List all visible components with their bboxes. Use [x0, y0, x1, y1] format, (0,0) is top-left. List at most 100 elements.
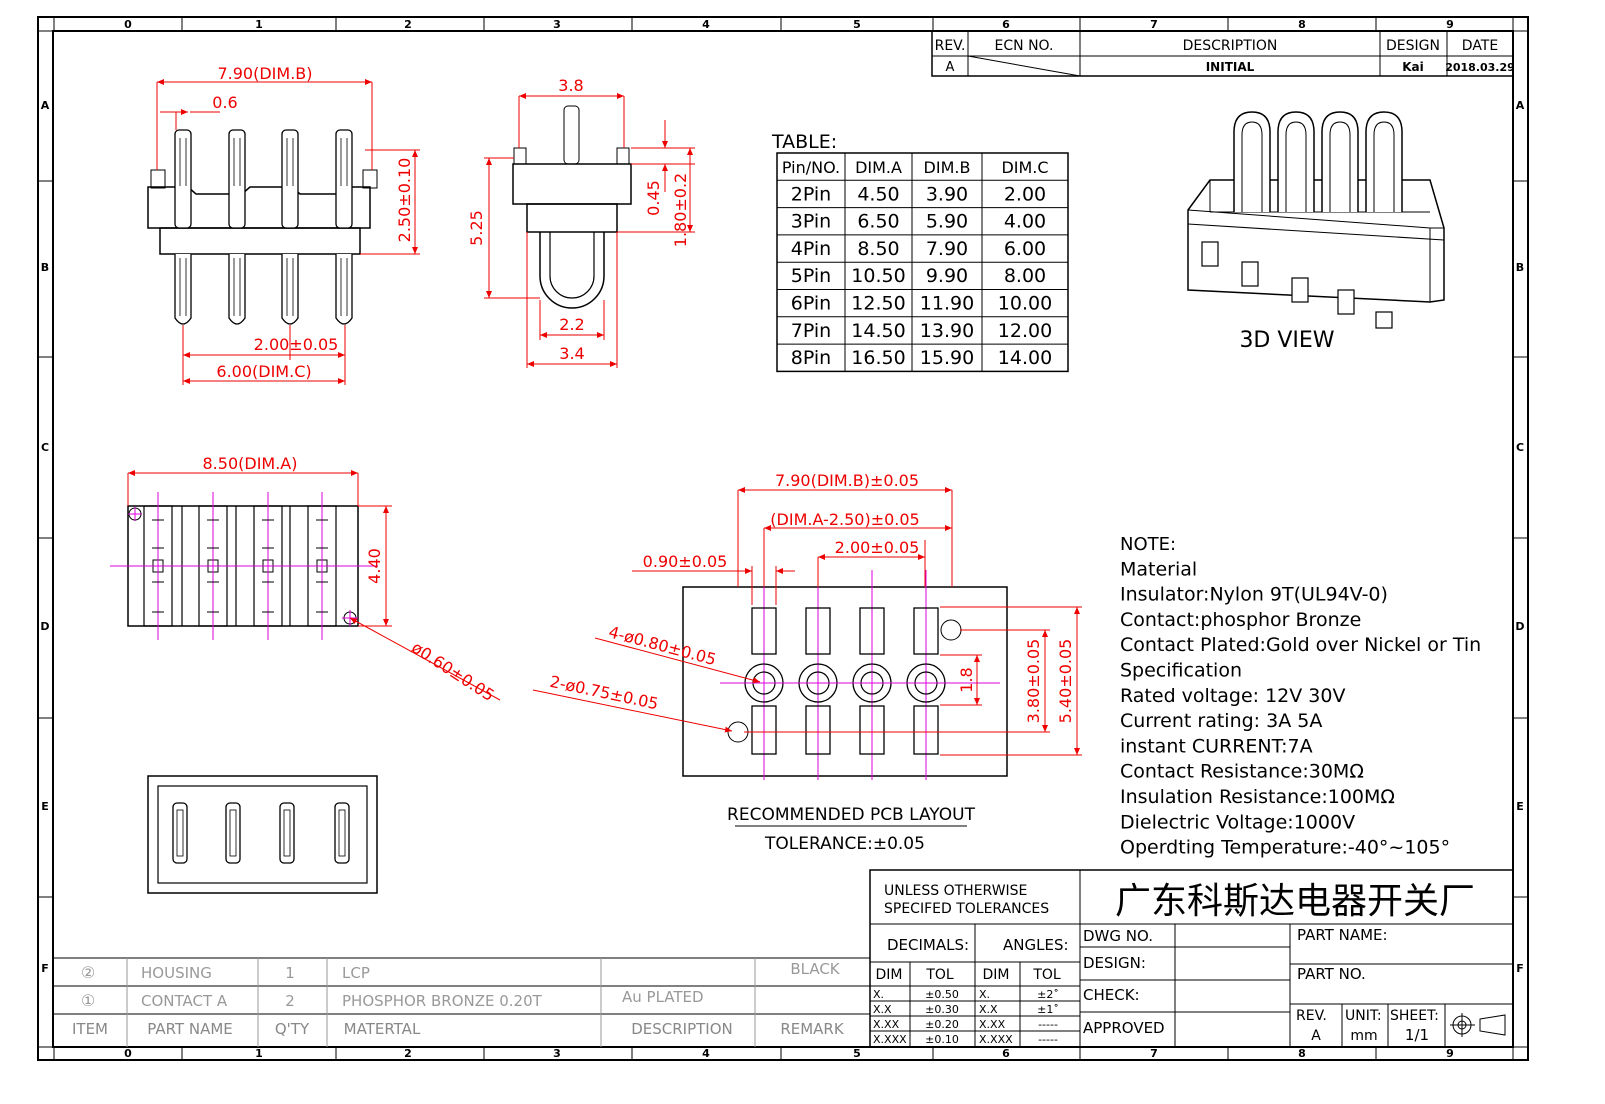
pcb-slot-bottom	[913, 705, 939, 755]
note-line: Operdting Temperature:-40°~105°	[1120, 837, 1450, 859]
revision-block: REV. ECN NO. DESCRIPTION DESIGN DATE A I…	[931, 30, 1515, 77]
pin-3d	[1365, 111, 1403, 212]
unit-label: UNIT:	[1345, 1008, 1382, 1024]
pcb-dim-a-label: (DIM.A-2.50)±0.05	[770, 510, 919, 529]
dec-tol: ±0.10	[925, 1033, 959, 1046]
ang-dim: X.	[979, 988, 990, 1001]
pcb-slot-top	[859, 607, 885, 655]
angles-label: ANGLES:	[1003, 936, 1069, 954]
col-marker-top: 9	[1446, 18, 1454, 31]
col-marker-bottom: 7	[1150, 1047, 1158, 1060]
table-cell: 4.50	[857, 183, 899, 205]
dec-tol: ±0.20	[925, 1018, 959, 1031]
sheet-value: 1/1	[1405, 1026, 1429, 1044]
bom-material-header: MATERTAL	[344, 1020, 421, 1038]
ang-dim: X.X	[979, 1003, 998, 1016]
note-line: Specification	[1120, 660, 1242, 682]
table-cell: 14.00	[998, 347, 1052, 369]
side-top-label: 3.8	[558, 76, 583, 95]
decimals-label: DECIMALS:	[887, 936, 969, 954]
table-cell: 14.50	[851, 320, 905, 342]
bom-remark-header: REMARK	[780, 1020, 845, 1038]
rev-header: REV.	[935, 38, 966, 54]
pitch-0-6-label: 0.6	[212, 93, 237, 112]
table-cell: 7.90	[926, 238, 968, 260]
col-marker-top: 0	[124, 18, 132, 31]
col-marker-bottom: 1	[255, 1047, 263, 1060]
table-cell: 8Pin	[791, 347, 831, 369]
table-header-cell: DIM.A	[855, 158, 902, 177]
title-block: UNLESS OTHERWISE SPECIFED TOLERANCES 广东科…	[869, 869, 1514, 1048]
row-marker-right: D	[1515, 620, 1524, 633]
rev-label: REV.	[1296, 1008, 1327, 1024]
bottom-view: 8.50(DIM.A) 4.40 ø0.60±0.05	[110, 454, 501, 705]
side-d2-label: 1.80±0.2	[671, 173, 690, 247]
ang-dim-header: DIM	[983, 967, 1010, 983]
row-marker-left: F	[41, 962, 49, 975]
description-header: DESCRIPTION	[1183, 38, 1278, 54]
table-header-cell: DIM.B	[924, 158, 971, 177]
approved-label: APPROVED	[1083, 1019, 1165, 1037]
col-marker-bottom: 8	[1298, 1047, 1306, 1060]
col-marker-bottom: 6	[1002, 1047, 1010, 1060]
company-name: 广东科斯达电器开关厂	[1115, 881, 1475, 922]
dim-a-label: 8.50(DIM.A)	[203, 454, 298, 473]
side-d1-label: 0.45	[644, 180, 663, 216]
inner-border	[52, 30, 1514, 1048]
pcb-caption: RECOMMENDED PCB LAYOUT	[727, 805, 976, 825]
side-total-label: 5.25	[467, 210, 486, 246]
pin-3d	[1321, 111, 1359, 212]
row-marker-left: C	[41, 441, 49, 454]
pin-3d	[1233, 111, 1271, 212]
table-cell: 6.00	[1004, 238, 1046, 260]
col-marker-bottom: 4	[702, 1047, 710, 1060]
ang-dim: X.XX	[979, 1018, 1006, 1031]
col-marker-top: 8	[1298, 18, 1306, 31]
row-marker-left: B	[41, 261, 49, 274]
pcb-row-gap-label: 1.8	[957, 667, 976, 692]
pcb-dim-b-label: 7.90(DIM.B)±0.05	[775, 471, 919, 490]
pcb-slot-bottom	[859, 705, 885, 755]
bom-desc-header: DESCRIPTION	[631, 1020, 733, 1038]
pcb-slot-bottom	[805, 705, 831, 755]
pin-3d	[1277, 111, 1315, 212]
3d-view: 3D VIEW	[1187, 111, 1445, 353]
end-slot	[334, 802, 350, 864]
bom-name-header: PART NAME	[147, 1020, 233, 1038]
table-cell: 10.00	[998, 293, 1052, 315]
col-marker-top: 5	[853, 18, 861, 31]
pcb-h2-label: 5.40±0.05	[1056, 639, 1075, 724]
note-line: Insulator:Nylon 9T(UL94V-0)	[1120, 584, 1388, 606]
pcb-holes-b-label: 2-ø0.75±0.05	[548, 672, 660, 714]
leg-3d	[1375, 311, 1393, 329]
bom-qty: 1	[285, 964, 295, 982]
tolerance-title-1: UNLESS OTHERWISE	[884, 883, 1027, 899]
table-cell: 3Pin	[791, 211, 831, 233]
row-marker-right: F	[1516, 962, 1524, 975]
table-cell: 3.90	[926, 183, 968, 205]
rev-value-block: A	[1311, 1028, 1321, 1044]
col-marker-top: 2	[404, 18, 412, 31]
ang-dim: X.XXX	[979, 1033, 1013, 1046]
pcb-slot-label: 0.90±0.05	[643, 552, 728, 571]
row-marker-right: E	[1516, 800, 1524, 813]
pin-bottom	[335, 254, 353, 325]
leg-3d	[1337, 289, 1355, 315]
row-marker-right: B	[1516, 261, 1524, 274]
table-header-cell: DIM.C	[1001, 158, 1048, 177]
pin-bottom	[281, 254, 299, 325]
row-marker-left: A	[41, 99, 50, 112]
end-slot	[225, 802, 241, 864]
bom-item: ②	[81, 963, 95, 982]
dec-dim: X.XXX	[873, 1033, 907, 1046]
note-line: Insulation Resistance:100MΩ	[1120, 786, 1395, 808]
table-cell: 13.90	[920, 320, 974, 342]
row-marker-right: A	[1516, 99, 1525, 112]
ang-tol: -----	[1038, 1018, 1058, 1031]
ecn-header: ECN NO.	[995, 38, 1054, 54]
note-line: NOTE:	[1120, 534, 1176, 555]
